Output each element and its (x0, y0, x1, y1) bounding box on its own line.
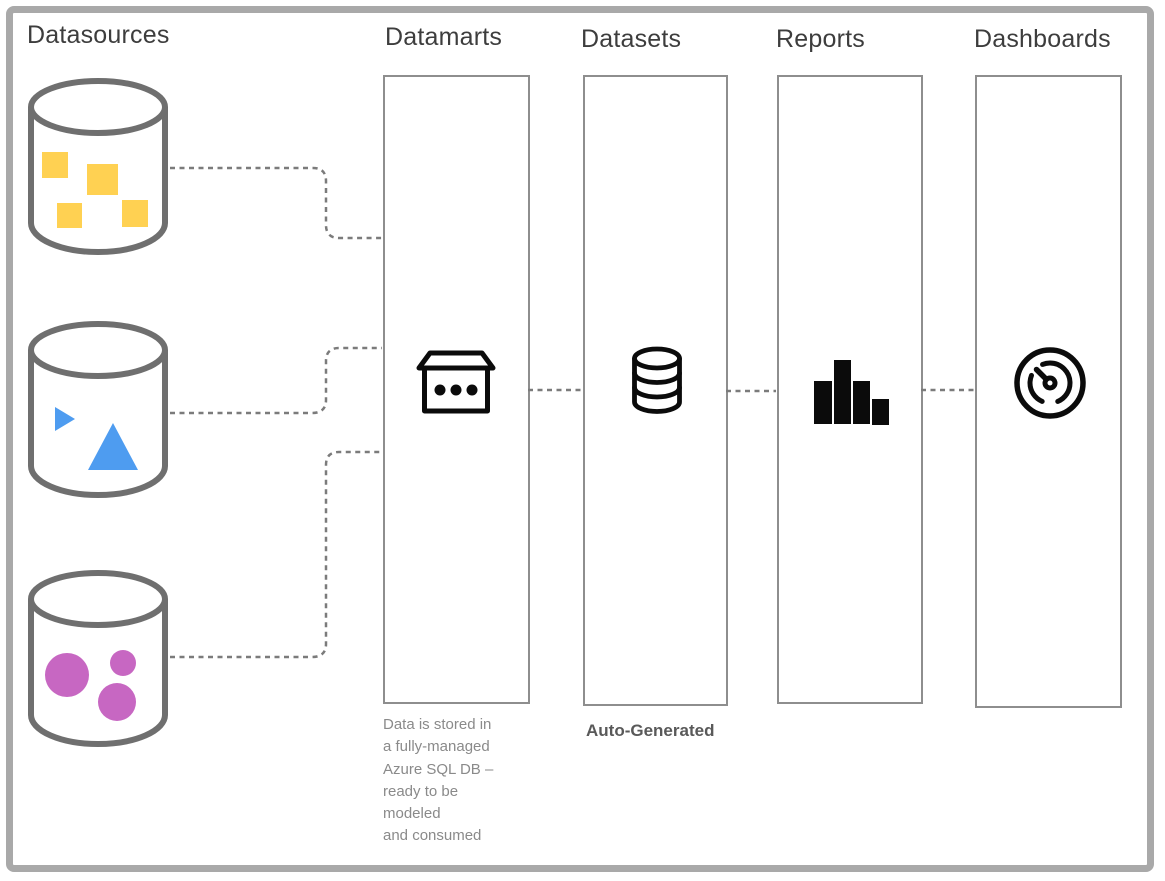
column-header-dashboards: Dashboards (974, 25, 1111, 53)
datamarts-column-box (383, 75, 530, 704)
caption-line: ready to be (383, 782, 459, 800)
caption-line: Azure SQL DB – (383, 760, 494, 778)
column-header-datasources: Datasources (27, 21, 170, 49)
datasets-caption: Auto-Generated (586, 721, 715, 740)
caption-line: modeled (383, 805, 441, 823)
column-header-datasets: Datasets (581, 25, 682, 53)
column-header-reports: Reports (776, 25, 865, 53)
caption-line: and consumed (383, 827, 482, 845)
caption-line: a fully-managed (383, 738, 490, 756)
diagram-frame (6, 6, 1154, 872)
datamarts-caption: Data is stored in a fully-managed Azure … (383, 714, 543, 848)
dashboards-column-box (975, 75, 1122, 708)
datasets-column-box (583, 75, 728, 706)
reports-column-box (777, 75, 923, 704)
column-header-datamarts: Datamarts (385, 23, 503, 51)
caption-line: Data is stored in (383, 716, 492, 733)
